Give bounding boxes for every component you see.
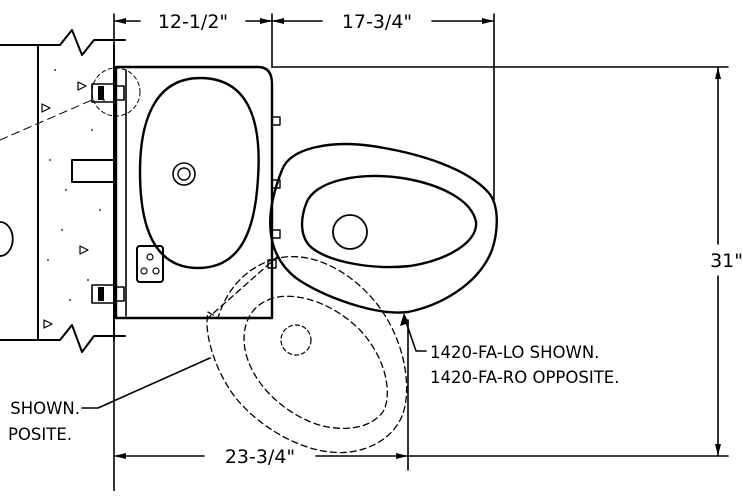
extension-lines	[113, 13, 729, 492]
dim-bottom: 23-3/4"	[225, 446, 295, 468]
dim-height: 31"	[710, 250, 743, 272]
note-right-line2: 1420-FA-RO OPPOSITE.	[430, 368, 619, 387]
fixture-rear-housing	[114, 65, 281, 320]
dimension-lines	[113, 18, 721, 459]
dim-width-left: 12-1/2"	[158, 11, 228, 33]
note-left-line1: SHOWN.	[10, 399, 80, 418]
note-leaders	[81, 313, 427, 409]
toilet-bowl-shown	[269, 142, 498, 314]
note-left-line2: POSITE.	[8, 425, 72, 444]
wall-section	[0, 29, 141, 353]
dim-width-right: 17-3/4"	[342, 11, 412, 33]
toilet-bowl-opposite-dashed	[206, 255, 408, 454]
note-right-line1: 1420-FA-LO SHOWN.	[430, 343, 599, 362]
